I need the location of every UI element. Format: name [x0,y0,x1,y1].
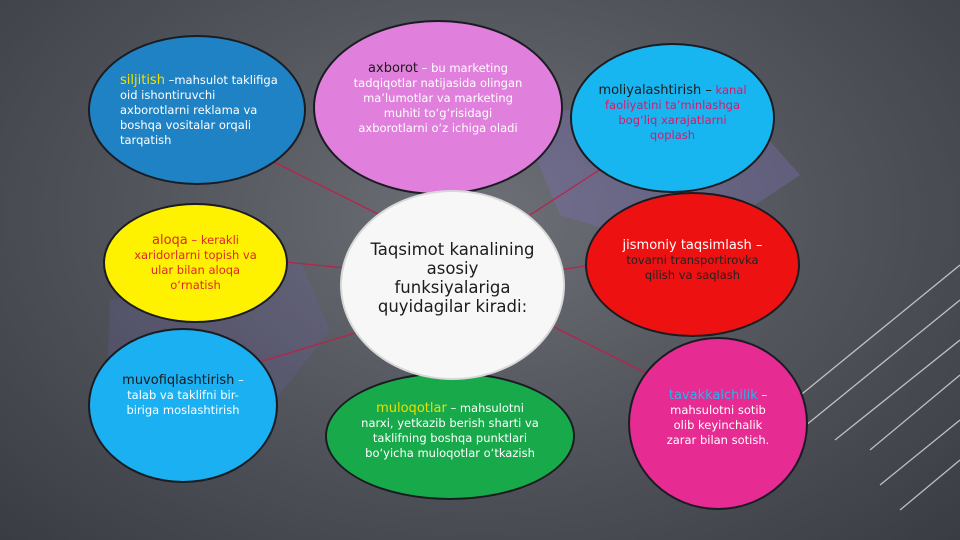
term-moliyalashtirish: moliyalashtirish – [598,83,712,98]
desc-jismoniy: tovarni transportirovka qilish va saqlas… [626,253,759,282]
term-tavakkalchilik: tavakkalchilik [668,387,758,403]
desc-moliyalashtirish: kanal faoliyatini ta’minlashga bog‘liq x… [605,83,747,142]
desc-muloqotlar: – mahsulotni narxi, yetkazib berish shar… [361,401,539,460]
decor-lines [769,264,960,511]
node-jismoniy: jismoniy taqsimlash – tovarni transporti… [585,192,800,337]
term-muloqotlar: muloqotlar [376,401,447,416]
term-siljitish: siljitish [120,72,165,88]
desc-aloqa: – kerakli xaridorlarni topish va ular bi… [134,233,257,292]
node-tavakkalchilik: tavakkalchilik – mahsulotni sotib olib k… [628,337,808,510]
node-siljitish: siljitish –mahsulot taklifiga oid ishont… [88,35,306,185]
term-muvofiqlashtirish: muvofiqlashtirish [122,373,235,388]
node-muloqotlar: muloqotlar – mahsulotni narxi, yetkazib … [325,372,575,500]
connector-aloqa [284,261,346,269]
node-aloqa: aloqa – kerakli xaridorlarni topish va u… [103,203,288,323]
center-title: Taqsimot kanalining asosiy funksiyalarig… [370,240,535,316]
term-aloqa: aloqa [152,233,188,248]
desc-tavakkalchilik: – mahsulotni sotib olib keyinchalik zara… [666,387,770,447]
node-moliyalashtirish: moliyalashtirish – kanal faoliyatini ta’… [570,43,775,193]
connector-tavakkalchilik [549,324,661,381]
center-node: Taqsimot kanalining asosiy funksiyalarig… [340,190,565,380]
node-axborot: axborot – bu marketing tadqiqotlar natij… [313,20,563,195]
term-jismoniy: jismoniy taqsimlash – [622,238,763,253]
term-axborot: axborot [368,61,419,76]
desc-axborot: – bu marketing tadqiqotlar natijasida ol… [353,61,523,135]
desc-muvofiqlashtirish: – talab va taklifni bir-biriga moslashti… [126,373,244,417]
node-muvofiqlashtirish: muvofiqlashtirish – talab va taklifni bi… [88,328,278,483]
desc-siljitish: –mahsulot taklifiga oid ishontiruvchi ax… [120,72,278,147]
